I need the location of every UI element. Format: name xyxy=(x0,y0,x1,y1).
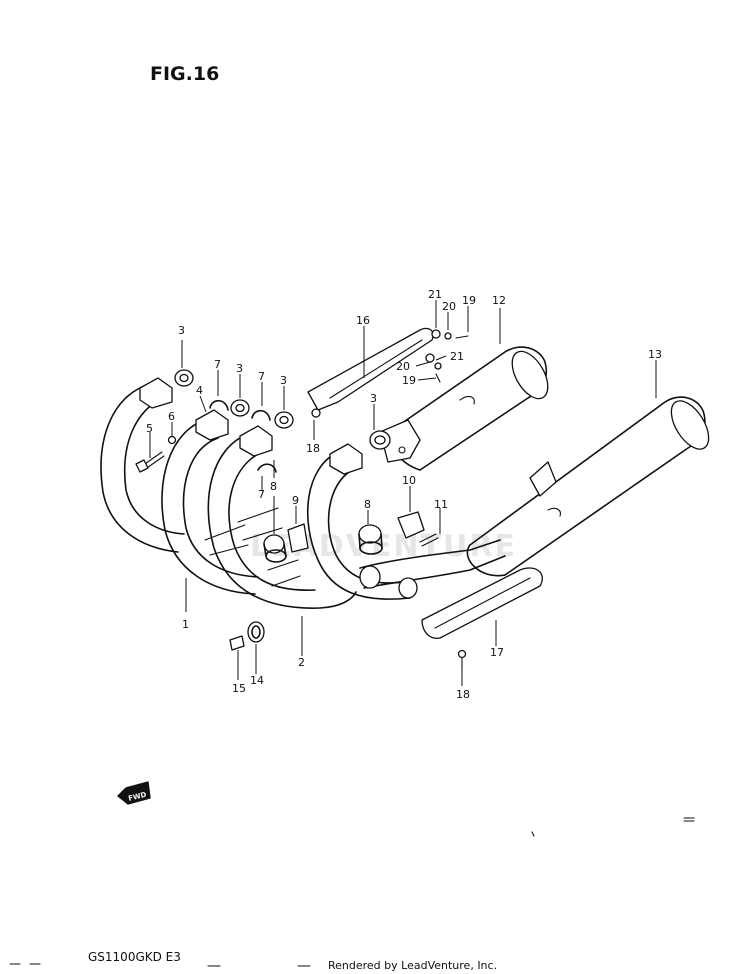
callout-5: 5 xyxy=(146,422,153,435)
retainer-ring-group xyxy=(209,399,277,473)
callout-8: 8 xyxy=(364,498,371,511)
callout-10: 10 xyxy=(402,474,416,487)
callout-4: 4 xyxy=(196,384,203,397)
callout-11: 11 xyxy=(434,498,448,511)
callout-7: 7 xyxy=(258,370,265,383)
callout-7: 7 xyxy=(214,358,221,371)
callout-18: 18 xyxy=(306,442,320,455)
model-code: GS1100GKD E3 xyxy=(88,950,181,964)
bolt-15 xyxy=(229,635,245,651)
callout-8: 8 xyxy=(270,480,277,493)
bolt-5 xyxy=(135,451,165,473)
callout-6: 6 xyxy=(168,410,175,423)
clamp-14 xyxy=(247,621,265,643)
callout-14: 14 xyxy=(250,674,264,687)
exhaust-pipe-1 xyxy=(100,383,185,553)
bolt-18-upper xyxy=(311,408,321,418)
callout-3: 3 xyxy=(280,374,287,387)
muffler-13 xyxy=(466,396,710,577)
render-credit: Rendered by LeadVenture, Inc. xyxy=(328,959,497,972)
callout-18: 18 xyxy=(456,688,470,701)
callout-19: 19 xyxy=(462,294,476,307)
callout-16: 16 xyxy=(356,314,370,327)
callout-17: 17 xyxy=(490,646,504,659)
leader-lines xyxy=(149,300,657,686)
figure-title: FIG.16 xyxy=(150,63,219,85)
exhaust-pipe-1b xyxy=(161,419,259,595)
exhaust-artwork: FWD xyxy=(100,327,710,805)
callout-3: 3 xyxy=(370,392,377,405)
bolt-18-lower xyxy=(457,649,467,671)
pipe-flange-group xyxy=(139,377,363,475)
heat-shield-16 xyxy=(307,327,434,411)
callout-9: 9 xyxy=(292,494,299,507)
callout-2: 2 xyxy=(298,656,305,669)
callout-7: 7 xyxy=(258,488,265,501)
callout-19: 19 xyxy=(402,374,416,387)
heat-shield-17 xyxy=(421,567,543,639)
callout-12: 12 xyxy=(492,294,506,307)
exhaust-pipe-2 xyxy=(207,433,357,609)
washer-6 xyxy=(167,435,177,445)
callout-21: 21 xyxy=(450,350,464,363)
callout-3: 3 xyxy=(236,362,243,375)
gasket-group xyxy=(174,369,391,450)
connector-group xyxy=(263,511,439,563)
callout-13: 13 xyxy=(648,348,662,361)
callout-3: 3 xyxy=(178,324,185,337)
exhaust-pipe-2b xyxy=(307,451,411,600)
forward-arrow-icon: FWD xyxy=(117,781,151,805)
callout-1: 1 xyxy=(182,618,189,631)
muffler-12 xyxy=(379,346,549,471)
callout-21: 21 xyxy=(428,288,442,301)
callout-20: 20 xyxy=(396,360,410,373)
callout-15: 15 xyxy=(232,682,246,695)
callout-labels: 3 7 3 7 3 4 5 6 7 8 9 8 10 11 1 2 3 16 1… xyxy=(146,288,662,701)
callout-20: 20 xyxy=(442,300,456,313)
